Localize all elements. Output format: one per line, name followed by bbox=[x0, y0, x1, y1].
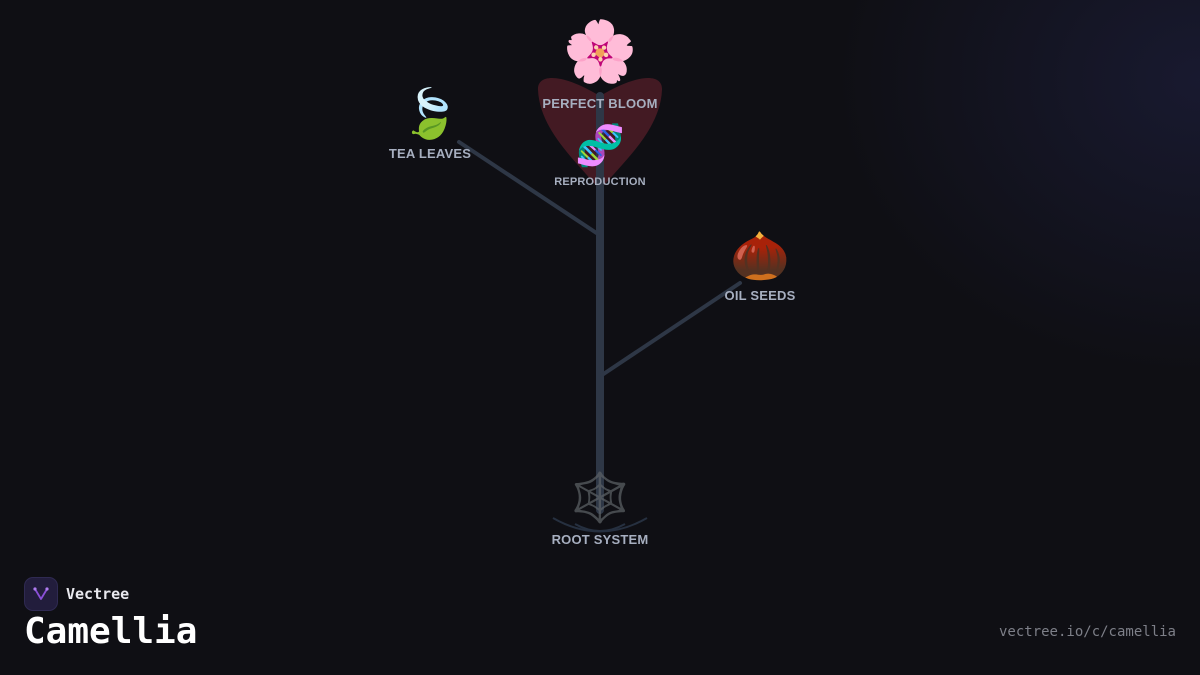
node-reproduction-label: REPRODUCTION bbox=[554, 176, 646, 188]
leaf-fluttering-icon: 🍃 bbox=[400, 86, 460, 142]
node-perfect-bloom-label: PERFECT BLOOM bbox=[542, 96, 658, 111]
brand[interactable]: Vectree bbox=[24, 577, 129, 611]
brand-name: Vectree bbox=[66, 585, 130, 603]
dna-icon: 🧬 bbox=[575, 123, 625, 169]
cherry-blossom-icon: 🌸 bbox=[562, 17, 638, 87]
page-url[interactable]: vectree.io/c/camellia bbox=[998, 624, 1176, 640]
node-oil-seeds-label: OIL SEEDS bbox=[724, 288, 796, 303]
spider-web-icon: 🕸️ bbox=[570, 470, 630, 526]
node-reproduction[interactable]: 🧬 REPRODUCTION bbox=[554, 126, 646, 188]
vectree-logo-icon bbox=[24, 577, 58, 611]
node-root-system-label: ROOT SYSTEM bbox=[551, 532, 649, 547]
node-perfect-bloom[interactable]: 🌸 PERFECT BLOOM bbox=[542, 22, 657, 111]
chestnut-icon: 🌰 bbox=[730, 228, 790, 284]
node-root-system[interactable]: 🕸️ ROOT SYSTEM bbox=[552, 474, 649, 547]
root-arc-inner bbox=[574, 523, 626, 532]
node-tea-leaves-label: TEA LEAVES bbox=[388, 146, 472, 161]
branch-oil-seeds bbox=[600, 281, 742, 377]
branch-tea-leaves bbox=[457, 140, 600, 236]
page-title: Camellia bbox=[24, 611, 198, 652]
node-tea-leaves[interactable]: 🍃 TEA LEAVES bbox=[389, 90, 471, 161]
node-oil-seeds[interactable]: 🌰 OIL SEEDS bbox=[725, 232, 796, 303]
